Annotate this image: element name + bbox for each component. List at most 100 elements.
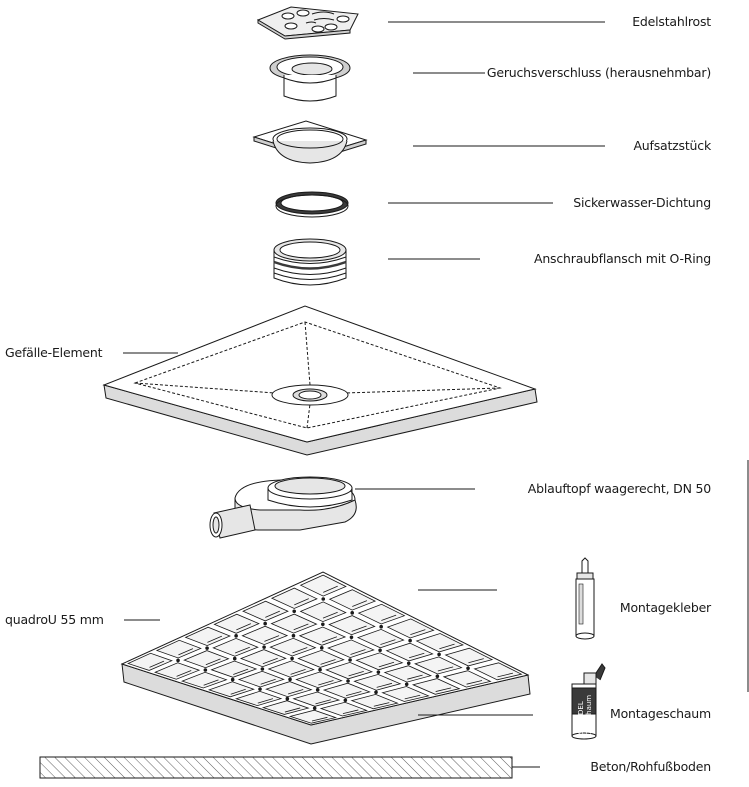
grid-hole bbox=[176, 658, 180, 663]
grid-cell bbox=[383, 665, 432, 683]
grid-cell-depth-line bbox=[497, 672, 514, 678]
grid-cell bbox=[325, 661, 374, 680]
grid-hole bbox=[435, 674, 440, 679]
grid-cell-depth-line bbox=[437, 666, 454, 672]
grid-cell-depth-line bbox=[287, 689, 304, 695]
grid-cell bbox=[411, 678, 461, 695]
grid-cell bbox=[288, 709, 338, 724]
grid-cell-depth-line bbox=[376, 682, 393, 688]
grid-cell-depth-line bbox=[293, 623, 309, 631]
grid-cell-depth-line bbox=[176, 670, 192, 677]
grid-cell-depth-line bbox=[342, 709, 359, 715]
grid-hole bbox=[234, 634, 238, 638]
grid-cell-depth-line bbox=[315, 699, 331, 705]
grid-cell bbox=[292, 691, 341, 707]
grid-cell-depth-line bbox=[236, 623, 252, 631]
foam-can bbox=[571, 663, 606, 740]
grid-cell bbox=[241, 625, 289, 646]
grid-cell-depth-line bbox=[380, 639, 396, 645]
grid-hole bbox=[376, 670, 381, 674]
foam-can-type: 2K-Schaum bbox=[585, 695, 593, 734]
grid-cell-depth-line bbox=[345, 691, 362, 697]
adhesive-cartridge bbox=[575, 557, 595, 640]
grid-cell bbox=[265, 681, 313, 698]
grid-cell-depth-line bbox=[262, 657, 278, 665]
grid-cell bbox=[239, 649, 287, 668]
grid-cell-depth-line bbox=[439, 643, 455, 650]
grid-cell bbox=[355, 652, 404, 671]
grid-cell-depth-line bbox=[230, 688, 246, 695]
grid-cell bbox=[237, 670, 285, 688]
grid-cell bbox=[298, 626, 347, 646]
grid-hole bbox=[285, 696, 290, 701]
grid-hole bbox=[319, 646, 324, 650]
grid-hole bbox=[288, 677, 292, 682]
grid-cell bbox=[386, 618, 435, 639]
grid-cell-depth-line bbox=[466, 680, 483, 685]
grid-hole bbox=[378, 648, 382, 653]
grid-cell-depth-line bbox=[320, 659, 336, 665]
grid-cell-depth-line bbox=[322, 611, 338, 619]
grid-cell bbox=[181, 671, 228, 689]
grid-cell bbox=[353, 673, 402, 691]
grid-hole bbox=[290, 656, 294, 661]
grid-hole bbox=[315, 688, 320, 692]
grid-cell-depth-line bbox=[284, 707, 301, 713]
grid-cell bbox=[126, 652, 173, 671]
grid-cell bbox=[184, 626, 231, 647]
grid-hole bbox=[205, 646, 209, 650]
grid-cell-depth-line bbox=[203, 679, 219, 686]
grid-cell bbox=[444, 647, 494, 667]
grid-cell-depth-line bbox=[205, 658, 221, 666]
grid-hole bbox=[203, 668, 208, 672]
grid-cell-depth-line bbox=[350, 649, 366, 655]
label-quadrou-base: quadroU 55 mm bbox=[5, 612, 104, 627]
grid-cell bbox=[299, 601, 347, 623]
grid-cell bbox=[473, 662, 523, 681]
grid-hole bbox=[312, 706, 317, 711]
grid-hole bbox=[408, 638, 412, 643]
grid-cell bbox=[414, 656, 463, 675]
grid-cell-depth-line bbox=[207, 635, 223, 643]
grid-cell bbox=[327, 639, 375, 659]
grid-cell bbox=[357, 603, 406, 625]
grid-cell-depth-line bbox=[468, 658, 484, 664]
grid-cell-depth-line bbox=[294, 598, 309, 606]
grid-hole bbox=[466, 666, 470, 671]
grid-hole bbox=[406, 661, 411, 666]
grid-cell bbox=[385, 642, 434, 662]
label-slope-element: Gefälle-Element bbox=[5, 345, 103, 360]
grid-cell-depth-line bbox=[321, 636, 338, 643]
grid-cell bbox=[415, 633, 464, 653]
grid-cell bbox=[442, 670, 492, 688]
grid-cell-depth-line bbox=[348, 670, 364, 677]
grid-cell-depth-line bbox=[290, 668, 306, 675]
grid-hole bbox=[318, 667, 322, 672]
grid-hole bbox=[348, 658, 352, 662]
grid-hole bbox=[404, 682, 409, 687]
grid-cell bbox=[210, 660, 258, 678]
grid-hole bbox=[232, 656, 237, 661]
label-grate: Edelstahlrost bbox=[632, 14, 711, 29]
label-screw-flange: Anschraubflansch mit O-Ring bbox=[533, 251, 711, 266]
grid-cell-depth-line bbox=[407, 674, 423, 680]
grid-cell bbox=[183, 650, 230, 669]
grid-cell bbox=[213, 613, 260, 634]
label-seepage-seal: Sickerwasser-Dichtung bbox=[573, 195, 711, 210]
grid-cell-depth-line bbox=[373, 702, 390, 707]
grid-cell bbox=[267, 660, 315, 678]
grid-hole bbox=[321, 597, 326, 601]
grid-cell bbox=[350, 693, 399, 710]
grid-cell-depth-line bbox=[409, 652, 425, 659]
grid-cell-depth-line bbox=[264, 635, 280, 642]
grid-cell-depth-line bbox=[352, 600, 368, 607]
grid-hole bbox=[379, 624, 383, 629]
odor-trap-part bbox=[269, 54, 351, 102]
grid-cell bbox=[155, 639, 202, 659]
grid-hole bbox=[258, 687, 262, 691]
grid-cell-depth-line bbox=[378, 661, 395, 668]
label-odor-trap: Geruchsverschluss (herausnehmbar) bbox=[486, 65, 711, 80]
stainless-grate-part bbox=[256, 6, 359, 40]
grid-cell bbox=[207, 681, 255, 698]
